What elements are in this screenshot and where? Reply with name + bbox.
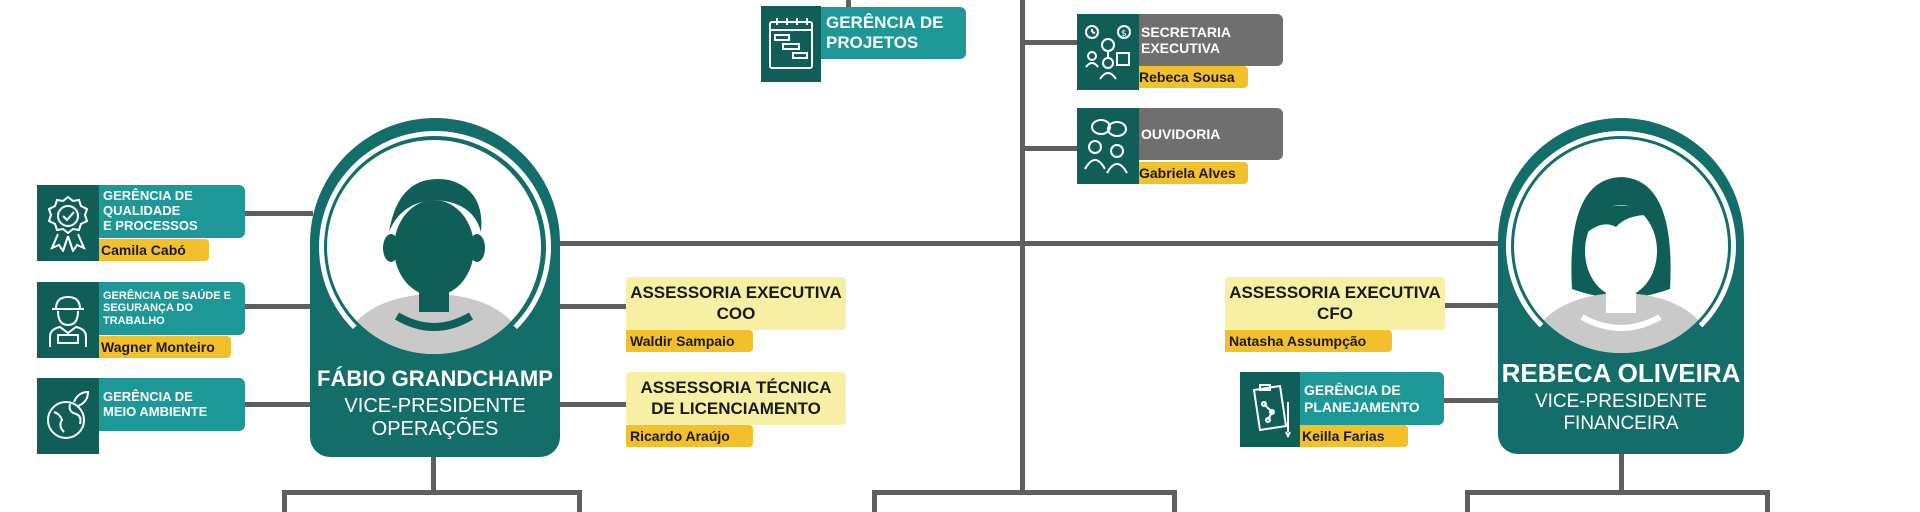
connector-adv-licenciamento [556, 402, 626, 407]
connector-mid-bracket-l [872, 490, 877, 512]
connector-adv-coo [556, 304, 626, 309]
worker-helmet-icon [37, 282, 99, 358]
connector-left-bracket-r [577, 490, 582, 512]
vp-operacoes-name: FÁBIO GRANDCHAMP [317, 366, 553, 391]
svg-text:$: $ [1121, 29, 1127, 39]
advisory-cfo-person: Natasha Assumpção [1225, 330, 1392, 352]
connector-left-down [431, 455, 436, 495]
vp-operacoes-avatar [327, 140, 541, 354]
gantt-chart-icon [761, 6, 821, 82]
planejamento-person: Keilla Farias [1298, 425, 1408, 447]
connector-left-qualidade [245, 211, 313, 216]
advisory-cfo-box: ASSESSORIA EXECUTIVA CFO [1225, 277, 1445, 330]
advisory-coo-box: ASSESSORIA EXECUTIVA COO [626, 277, 846, 330]
connector-adv-cfo [1444, 303, 1500, 308]
unit-secretaria-label: SECRETARIA EXECUTIVA [1135, 14, 1283, 66]
connector-left-ambiente [245, 402, 313, 407]
connector-right-bracket-r [1765, 490, 1770, 512]
advisory-licenciamento-person: Ricardo Araújo [626, 425, 753, 447]
connector-left-bracket [282, 490, 582, 495]
saude-person: Wagner Monteiro [97, 336, 231, 358]
secretaria-person: Rebeca Sousa [1135, 66, 1248, 88]
vp-operacoes-role: VICE-PRESIDENTE OPERAÇÕES [344, 395, 526, 440]
unit-planejamento-label: GERÊNCIA DE PLANEJAMENTO [1298, 372, 1444, 425]
management-network-icon: $ [1077, 14, 1139, 90]
clipboard-chart-icon [1240, 372, 1300, 447]
ouvidoria-person: Gabriela Alves [1135, 162, 1248, 184]
connector-mid-bracket [872, 490, 1177, 495]
connector-planejamento [1444, 398, 1500, 403]
advisory-coo-person: Waldir Sampaio [626, 330, 753, 352]
connector-left-saude [245, 304, 313, 309]
connector-horizontal-main [555, 241, 1500, 246]
connector-right-down [1619, 450, 1624, 495]
unit-ambiente-label: GERÊNCIA DE MEIO AMBIENTE [97, 378, 245, 431]
connector-main-vertical [1020, 0, 1025, 495]
vp-financeira-ring [1506, 131, 1736, 361]
connector-top-projetos [846, 0, 851, 10]
connector-mid-bracket-r [1172, 490, 1177, 512]
unit-saude-label: GERÊNCIA DE SAÚDE E SEGURANÇA DO TRABALH… [97, 282, 245, 335]
vp-financeira-avatar [1514, 139, 1728, 353]
advisory-licenciamento-box: ASSESSORIA TÉCNICA DE LICENCIAMENTO [626, 372, 846, 425]
vp-operacoes-ring [319, 131, 551, 363]
connector-left-bracket-l [282, 490, 287, 512]
quality-badge-icon [37, 185, 99, 261]
unit-projetos-label: GERÊNCIA DE PROJETOS [818, 7, 966, 59]
unit-ouvidoria-label: OUVIDORIA [1135, 108, 1283, 160]
speech-people-icon [1077, 108, 1139, 184]
connector-ouvidoria [1022, 146, 1078, 151]
vp-financeira-name: REBECA OLIVEIRA [1501, 358, 1741, 388]
connector-right-bracket-l [1465, 490, 1470, 512]
connector-secretaria [1022, 40, 1078, 45]
vp-financeira-role: VICE-PRESIDENTE FINANCEIRA [1534, 391, 1708, 434]
qualidade-person: Camila Cabó [97, 239, 209, 261]
unit-qualidade-label: GERÊNCIA DE QUALIDADE E PROCESSOS [97, 185, 245, 238]
connector-right-bracket [1465, 490, 1770, 495]
globe-leaf-icon [37, 378, 99, 454]
